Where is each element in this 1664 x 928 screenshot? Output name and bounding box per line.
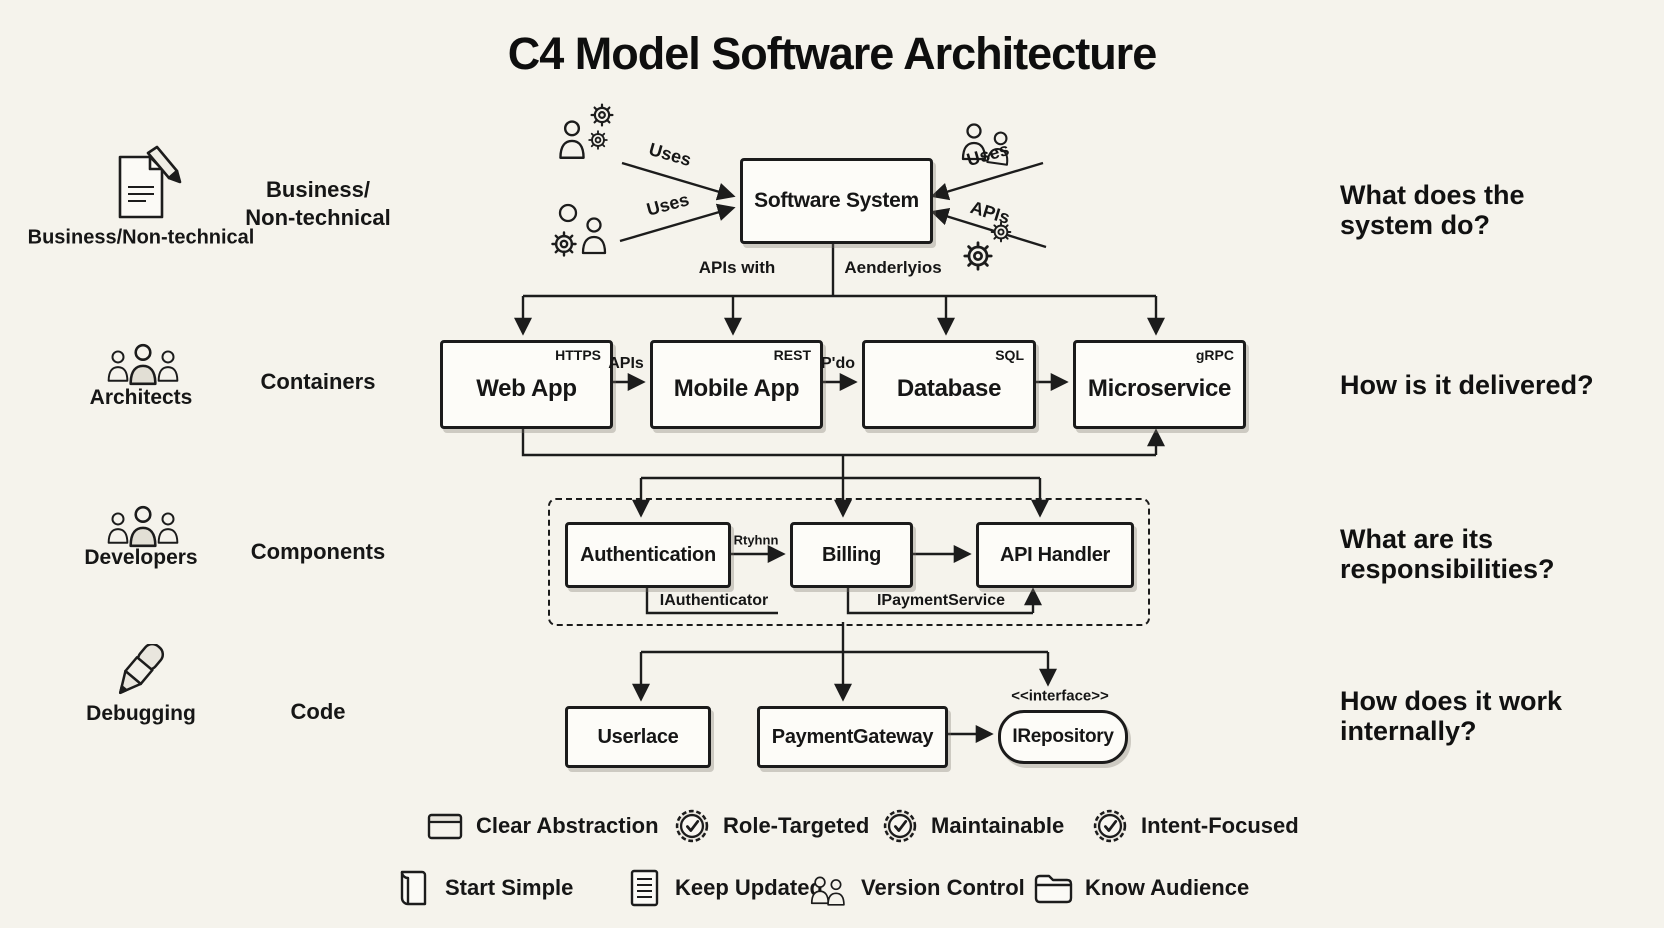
microservice-label: Microservice [1087, 374, 1232, 402]
legend-role-targeted-label: Role-Targeted [723, 813, 870, 838]
web-app-box: HTTPS Web App [440, 340, 613, 429]
legend-keep-updated-label: Keep Updated [675, 875, 823, 900]
software-system-box: Software System [740, 158, 933, 244]
legend-know-audience-label: Know Audience [1085, 875, 1250, 900]
legend-intent-focused: Intent-Focused [1090, 806, 1299, 846]
userlace-label: Userlace [597, 725, 679, 748]
mobile-app-protocol-tag: REST [773, 347, 811, 363]
debugging-pen-icon [104, 644, 174, 714]
legend-maintainable-label: Maintainable [931, 813, 1065, 838]
document-icon [630, 869, 659, 907]
page-title: C4 Model Software Architecture [507, 28, 1157, 79]
components-boundary-dashed-box [548, 498, 1150, 626]
question-components-line2: responsibilities? [1340, 554, 1555, 584]
microservice-protocol-tag: gRPC [1195, 347, 1234, 363]
billing-label: Billing [821, 543, 881, 566]
level-label-containers: Containers [260, 369, 376, 394]
user-gears-icon [552, 100, 624, 172]
legend-clear-abstraction: Clear Abstraction [425, 806, 659, 846]
interface-stereotype-label: <<interface>> [1011, 687, 1109, 705]
authentication-label: Authentication [580, 543, 716, 566]
userlace-box: Userlace [565, 706, 711, 768]
paymentgateway-label: PaymentGateway [771, 725, 934, 748]
question-containers-line1: How is it delivered? [1340, 370, 1594, 400]
rail-caption-business: Business/Non-technical [27, 226, 255, 249]
software-system-label: Software System [754, 189, 919, 212]
irepository-label: IRepository [1012, 726, 1114, 747]
question-code-line2: internally? [1340, 716, 1477, 746]
level-label-context-line2: Non-technical [245, 205, 391, 230]
question-code-line1: How does it work [1340, 686, 1563, 716]
question-code: How does it work internally? [1340, 686, 1562, 746]
legend-start-simple-label: Start Simple [445, 875, 574, 900]
legend-version-control-label: Version Control [861, 875, 1025, 900]
legend-know-audience: Know Audience [1032, 868, 1249, 908]
microservice-box: gRPC Microservice [1073, 340, 1246, 429]
authentication-box: Authentication [565, 522, 731, 588]
mobile-app-label: Mobile App [673, 374, 800, 402]
api-handler-box: API Handler [976, 522, 1134, 588]
gears-user-icon [548, 198, 620, 270]
level-label-context-line1: Business/ [266, 177, 370, 202]
legend-role-targeted: Role-Targeted [672, 806, 869, 846]
legend-clear-abstraction-label: Clear Abstraction [476, 813, 659, 838]
legend-version-control: Version Control [806, 868, 1025, 908]
developers-people-icon [100, 492, 186, 554]
irepository-pill: IRepository [998, 710, 1128, 764]
level-label-components: Components [250, 539, 386, 564]
ipaymentservice-label: IPaymentService [876, 592, 1006, 609]
question-components-line1: What are its [1340, 524, 1494, 554]
web-app-label: Web App [476, 374, 577, 402]
question-containers: How is it delivered? [1340, 370, 1594, 400]
iauthenticator-label: IAuthenticator [659, 592, 769, 609]
level-label-code: Code [290, 699, 346, 724]
legend-maintainable: Maintainable [880, 806, 1064, 846]
question-context-line2: system do? [1340, 210, 1491, 240]
database-protocol-tag: SQL [995, 347, 1024, 363]
window-icon [427, 813, 463, 840]
book-icon [400, 870, 427, 906]
database-box: SQL Database [862, 340, 1036, 429]
mobile-app-box: REST Mobile App [650, 340, 823, 429]
api-handler-label: API Handler [999, 543, 1111, 566]
architects-people-icon [100, 330, 186, 392]
badge-check-icon [675, 809, 709, 843]
legend-intent-focused-label: Intent-Focused [1141, 813, 1299, 838]
document-pencil-icon [98, 143, 188, 233]
billing-box: Billing [790, 522, 913, 588]
question-components: What are its responsibilities? [1340, 524, 1555, 584]
rail-caption-debugging: Debugging [86, 702, 196, 725]
link-label-web-mobile: APIs [608, 355, 644, 372]
legend-start-simple: Start Simple [394, 868, 573, 908]
question-context: What does the system do? [1340, 180, 1525, 240]
paymentgateway-box: PaymentGateway [757, 706, 948, 768]
question-context-line1: What does the [1340, 180, 1525, 210]
badge-check-icon [1093, 809, 1127, 843]
link-label-auth-billing: Rtyhnn [733, 532, 779, 548]
connector-label-underlying: Aenderlyios [844, 258, 942, 277]
rail-caption-architects: Architects [89, 386, 193, 409]
rail-caption-developers: Developers [84, 546, 198, 569]
connector-label-apis-with: APIs with [698, 258, 776, 277]
badge-check-icon [883, 809, 917, 843]
link-label-mobile-database: P'do [820, 355, 856, 372]
database-label: Database [896, 374, 1002, 402]
web-app-protocol-tag: HTTPS [555, 347, 601, 363]
folder-icon [1034, 874, 1073, 904]
people-icon [810, 876, 845, 906]
legend-keep-updated: Keep Updated [624, 868, 823, 908]
